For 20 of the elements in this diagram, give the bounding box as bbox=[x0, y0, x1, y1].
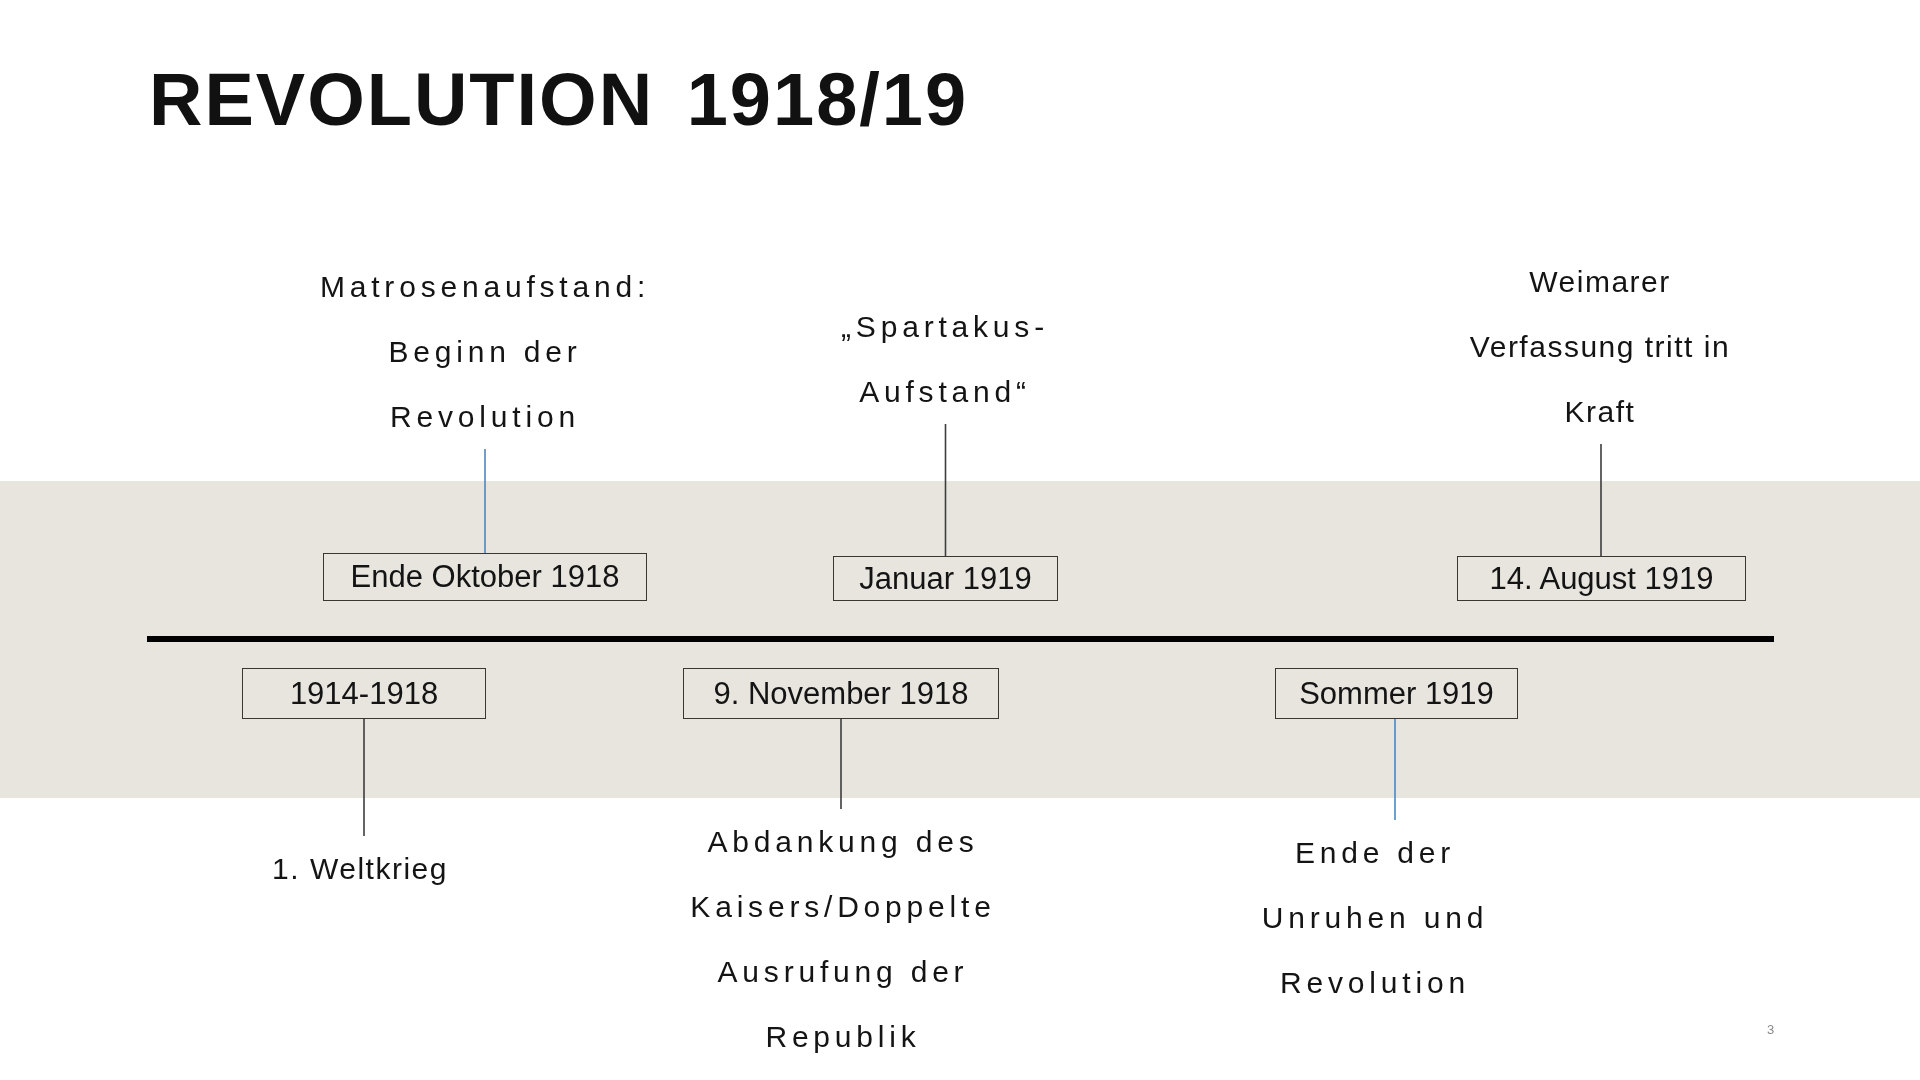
date-box: Ende Oktober 1918 bbox=[323, 553, 647, 601]
leader-line bbox=[840, 718, 842, 810]
slide-title: REVOLUTION 1918/19 bbox=[149, 63, 969, 137]
leader-line bbox=[484, 448, 486, 554]
event-label: Matrosenaufstand: Beginn der Revolution bbox=[295, 254, 675, 449]
event-label: „Spartakus-Aufstand“ bbox=[805, 294, 1085, 424]
event-label: Weimarer Verfassung tritt in Kraft bbox=[1455, 249, 1745, 444]
event-label: Abdankung des Kaisers/Doppelte Ausrufung der Republik bbox=[663, 809, 1023, 1069]
date-box: 9. November 1918 bbox=[683, 668, 999, 719]
leader-line bbox=[944, 423, 947, 557]
page-number: 3 bbox=[1767, 1022, 1775, 1037]
date-box: Sommer 1919 bbox=[1275, 668, 1518, 719]
event-label: 1. Weltkrieg bbox=[210, 836, 510, 901]
date-box: 1914-1918 bbox=[242, 668, 486, 719]
date-box: 14. August 1919 bbox=[1457, 556, 1746, 601]
date-box: Januar 1919 bbox=[833, 556, 1058, 601]
leader-line bbox=[1600, 443, 1602, 557]
event-label: Ende der Unruhen und Revolution bbox=[1235, 820, 1515, 1015]
leader-line bbox=[1394, 718, 1396, 821]
leader-line bbox=[363, 718, 365, 837]
